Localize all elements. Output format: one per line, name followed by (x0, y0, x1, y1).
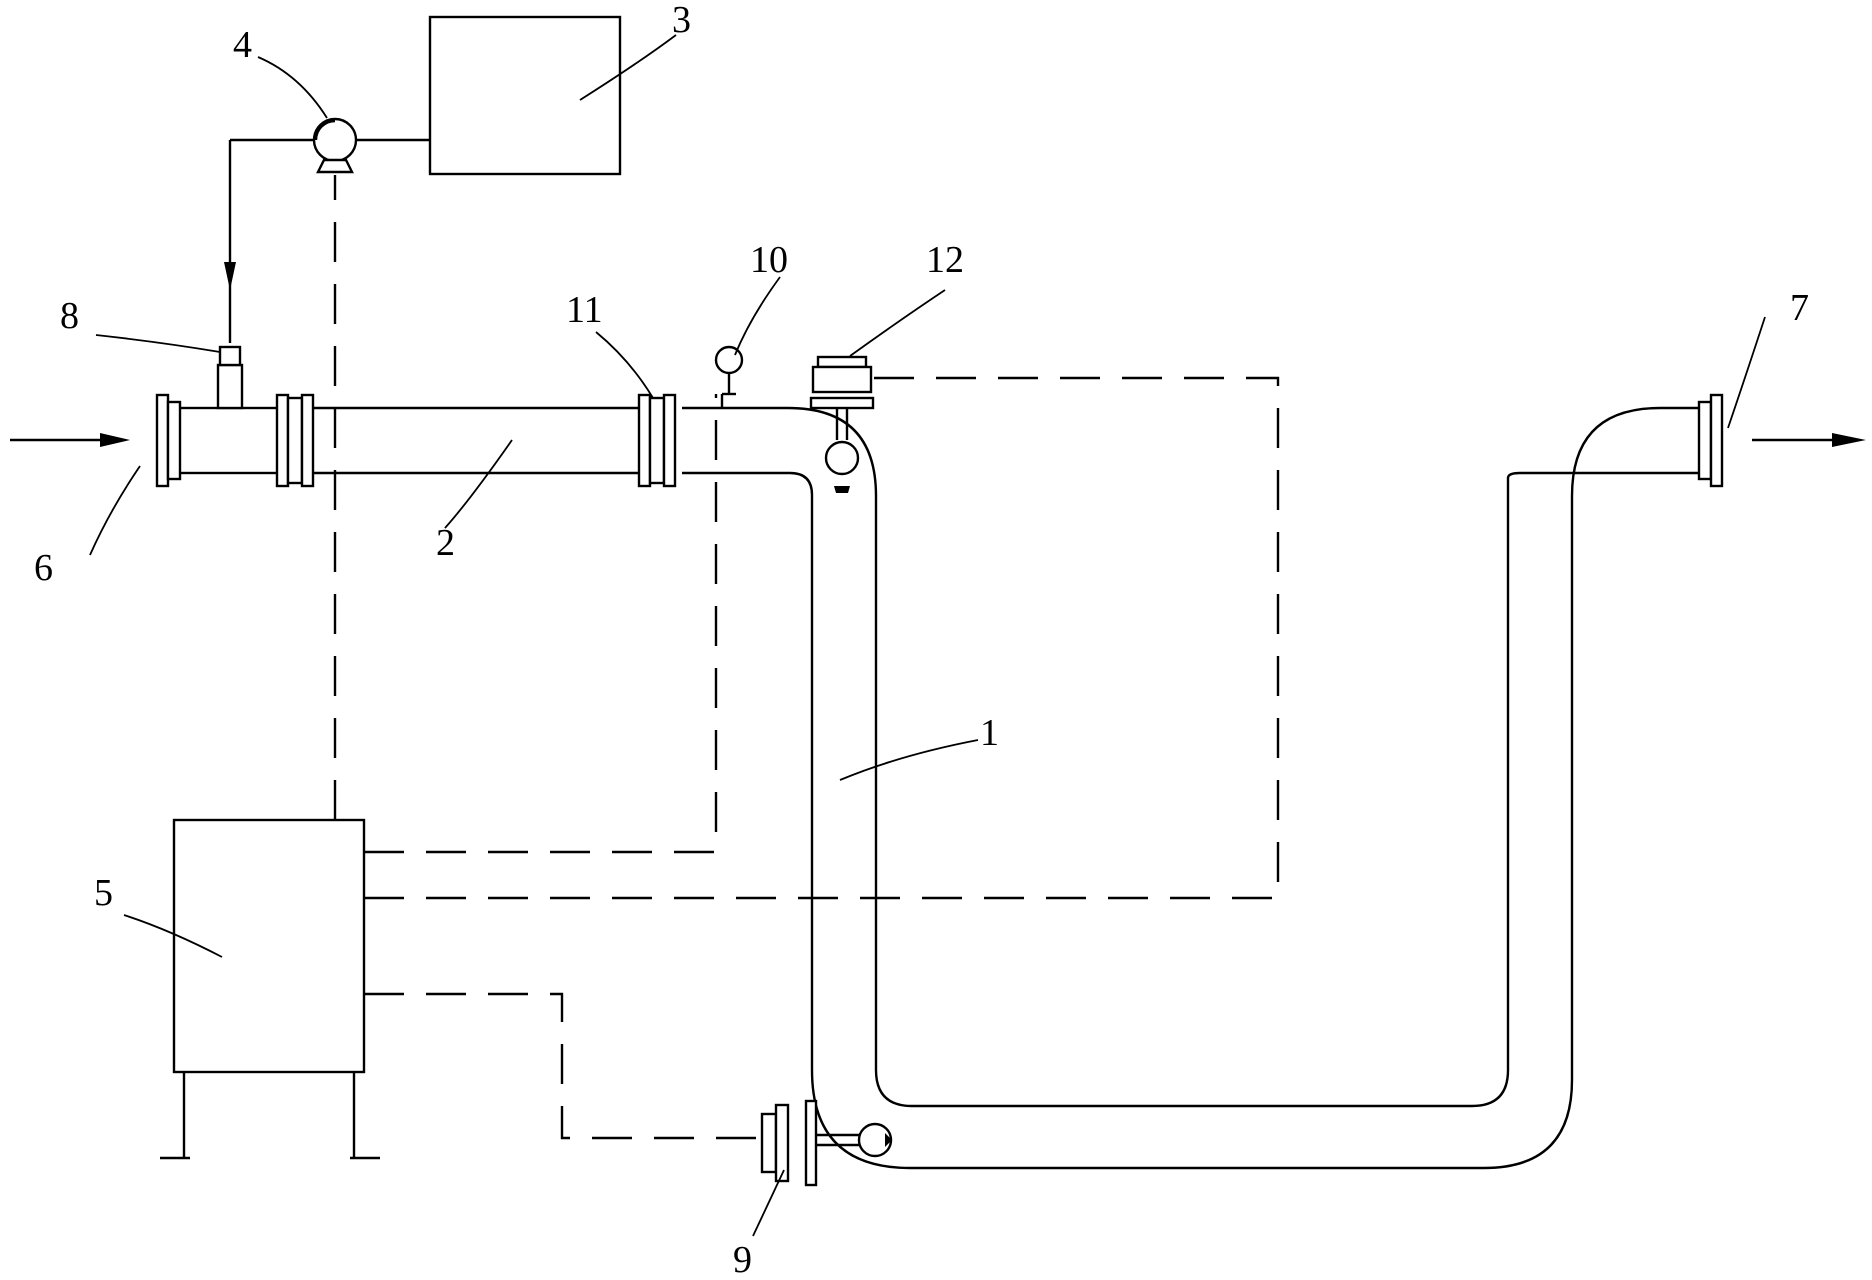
label-pump: 4 (233, 24, 252, 66)
label-inlet: 6 (34, 547, 53, 589)
label-pipe: 1 (980, 712, 999, 754)
tank (428, 15, 622, 176)
leader-3 (579, 34, 677, 101)
label-outlet: 7 (1790, 287, 1809, 329)
pressure-gauge (714, 345, 744, 408)
signal-line-upper-sensor (364, 376, 1280, 900)
label-flange: 11 (566, 289, 603, 331)
leader-2 (444, 439, 513, 529)
leader-4 (257, 56, 328, 119)
signal-line-lower-sensor (364, 992, 762, 1140)
leader-10 (734, 276, 781, 356)
label-injector: 8 (60, 295, 79, 337)
lower-sensor (760, 1099, 893, 1187)
label-tank: 3 (672, 0, 691, 41)
pipe (682, 406, 1705, 1170)
label-upper-sensor: 12 (926, 239, 964, 281)
leader-11 (595, 331, 654, 399)
signal-line-gauge (364, 394, 718, 854)
leader-12 (849, 289, 946, 357)
inlet-arrow-head (100, 433, 130, 447)
flange-a (275, 393, 315, 488)
flange-b (637, 393, 677, 488)
outlet-arrow-head (1832, 433, 1866, 447)
label-controller: 5 (94, 872, 113, 914)
injector-nozzle (216, 363, 244, 410)
leader-8 (95, 334, 221, 353)
label-pressure-gauge: 10 (750, 239, 788, 281)
upper-sensor (809, 355, 875, 493)
label-pipe-section: 2 (436, 522, 455, 564)
leader-6 (89, 465, 141, 556)
injector (218, 345, 242, 367)
controller (160, 818, 380, 1160)
leader-5 (123, 914, 223, 958)
leader-7 (1727, 316, 1766, 429)
leader-9 (752, 1169, 785, 1237)
pipe-section-2 (160, 406, 642, 475)
label-lower-sensor: 9 (733, 1239, 752, 1280)
inlet-flange (155, 393, 182, 488)
outlet-flange (1697, 393, 1724, 488)
pump (312, 117, 358, 174)
flow-down-arrow (224, 262, 236, 290)
leader-1 (839, 739, 979, 781)
